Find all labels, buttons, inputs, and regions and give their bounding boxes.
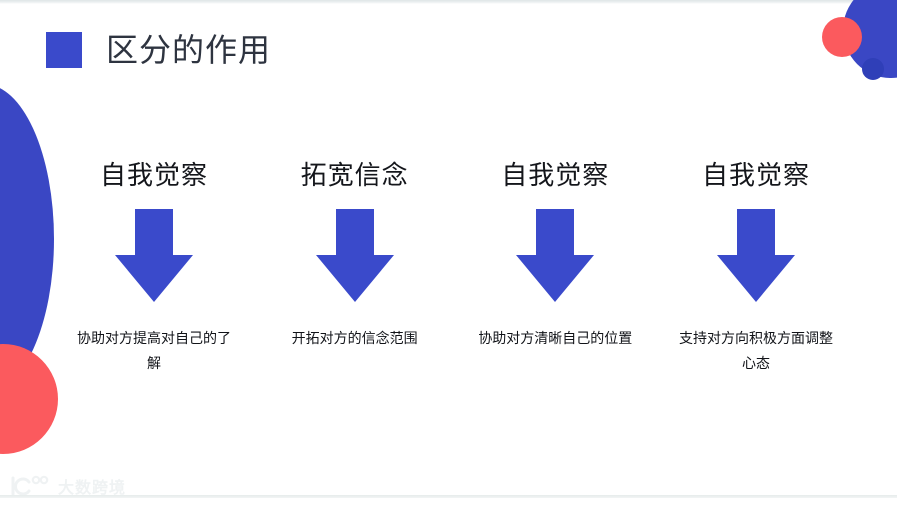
bottom-edge-band xyxy=(0,495,897,498)
column-item: 自我觉察 协助对方提高对自己的了解 xyxy=(60,160,248,376)
decorative-small-blue-circle-top-right xyxy=(862,58,884,80)
column-item: 自我觉察 协助对方清晰自己的位置 xyxy=(461,160,649,376)
watermark-text: 大数跨境 xyxy=(58,478,127,497)
column-item: 拓宽信念 开拓对方的信念范围 xyxy=(261,160,449,376)
kc-circles-logo-icon xyxy=(11,475,49,496)
column-item: 自我觉察 支持对方向积极方面调整心态 xyxy=(662,160,850,376)
page-title: 区分的作用 xyxy=(106,32,272,68)
column-body-text: 协助对方提高对自己的了解 xyxy=(77,331,231,372)
decorative-red-circle-top-right xyxy=(822,17,862,57)
column-heading: 自我觉察 xyxy=(99,161,208,190)
down-arrow-icon xyxy=(114,209,194,303)
top-edge-band xyxy=(0,0,897,4)
column-heading: 拓宽信念 xyxy=(300,161,409,190)
column-body-text: 协助对方清晰自己的位置 xyxy=(478,331,633,348)
column-heading: 自我觉察 xyxy=(701,161,810,190)
down-arrow-icon xyxy=(716,209,796,303)
decorative-red-circle-left xyxy=(0,344,58,454)
column-body-text: 支持对方向积极方面调整心态 xyxy=(678,331,833,372)
column-heading: 自我觉察 xyxy=(501,161,610,190)
watermark: 大数跨境 xyxy=(10,474,126,498)
down-arrow-icon xyxy=(515,209,595,303)
columns-container: 自我觉察 协助对方提高对自己的了解 拓宽信念 开拓对方的信念范围 自我觉察 xyxy=(60,160,850,376)
slide-title-row: 区分的作用 xyxy=(46,32,271,68)
column-body-text: 开拓对方的信念范围 xyxy=(291,331,418,348)
down-arrow-icon xyxy=(315,209,395,303)
title-bullet-square xyxy=(46,32,82,68)
